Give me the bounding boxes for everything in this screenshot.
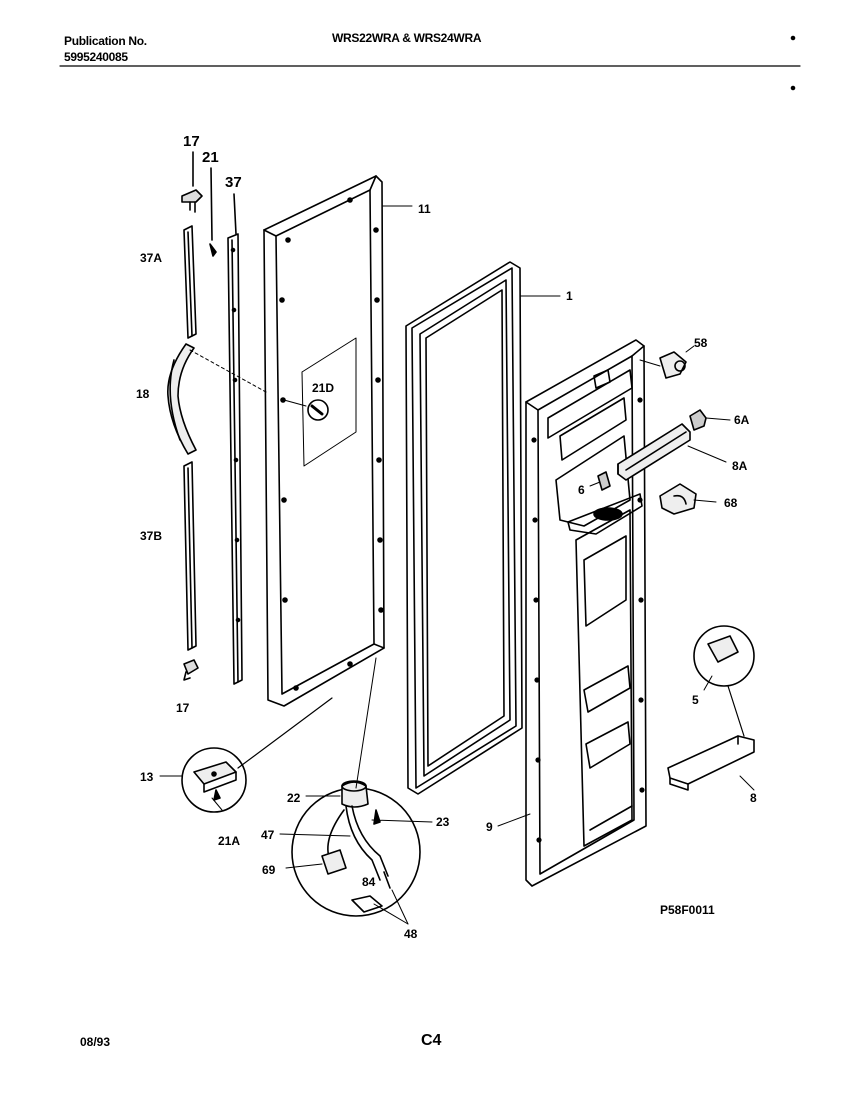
end-cap-top-part [181, 151, 203, 213]
model-numbers: WRS22WRA & WRS24WRA [332, 31, 482, 45]
figure-code: P58F0011 [660, 903, 715, 917]
callout-21: 21 [202, 149, 219, 166]
end-cap-bottom-part [183, 659, 199, 681]
callout-13: 13 [140, 770, 154, 784]
callout-47: 47 [261, 828, 275, 842]
trim-strip-37a-part [183, 225, 197, 339]
publication-label: Publication No. [64, 34, 147, 48]
callout-22: 22 [287, 791, 301, 805]
callout-23: 23 [436, 815, 450, 829]
screw-21d-part [283, 399, 329, 421]
callout-8: 8 [750, 791, 757, 805]
callout-1: 1 [566, 289, 573, 303]
callout-5: 5 [692, 693, 699, 707]
callout-48: 48 [404, 927, 418, 941]
callout-9: 9 [486, 820, 493, 834]
callout-8a: 8A [732, 459, 748, 473]
callout-37a: 37A [140, 251, 162, 265]
callout-17-bottom: 17 [176, 701, 190, 715]
footer-page-code: C4 [421, 1032, 442, 1049]
trim-rail-37-part [227, 193, 243, 685]
wiring-detail-part [279, 657, 433, 925]
callout-37: 37 [225, 174, 242, 191]
callout-6: 6 [578, 483, 585, 497]
hinge-detail-13-part [159, 697, 333, 813]
callout-6a: 6A [734, 413, 750, 427]
part-5-detail [693, 625, 755, 737]
bar-8a-part [617, 423, 727, 481]
inner-door-liner-part [497, 339, 647, 887]
callout-68: 68 [724, 496, 738, 510]
callout-11: 11 [418, 202, 431, 216]
callout-21d: 21D [312, 381, 334, 395]
screw-58-part [639, 345, 695, 379]
callout-17-top: 17 [183, 133, 200, 150]
publication-number: 5995240085 [64, 50, 128, 64]
trim-strip-37b-part [183, 461, 197, 651]
callout-84: 84 [362, 875, 376, 889]
part-6 [589, 471, 611, 491]
callout-21a: 21A [218, 834, 240, 848]
footer-date: 08/93 [80, 1035, 111, 1049]
callout-58: 58 [694, 336, 708, 350]
clip-6a-part [689, 409, 731, 431]
callout-18: 18 [136, 387, 150, 401]
callout-37b: 37B [140, 529, 162, 543]
part-68 [659, 483, 717, 515]
screw-21-part [209, 167, 217, 257]
door-gasket-part [405, 261, 561, 795]
handle-part [167, 343, 267, 455]
bracket-8-part [667, 735, 755, 791]
outer-door-panel-part [263, 175, 413, 707]
callout-69: 69 [262, 863, 276, 877]
